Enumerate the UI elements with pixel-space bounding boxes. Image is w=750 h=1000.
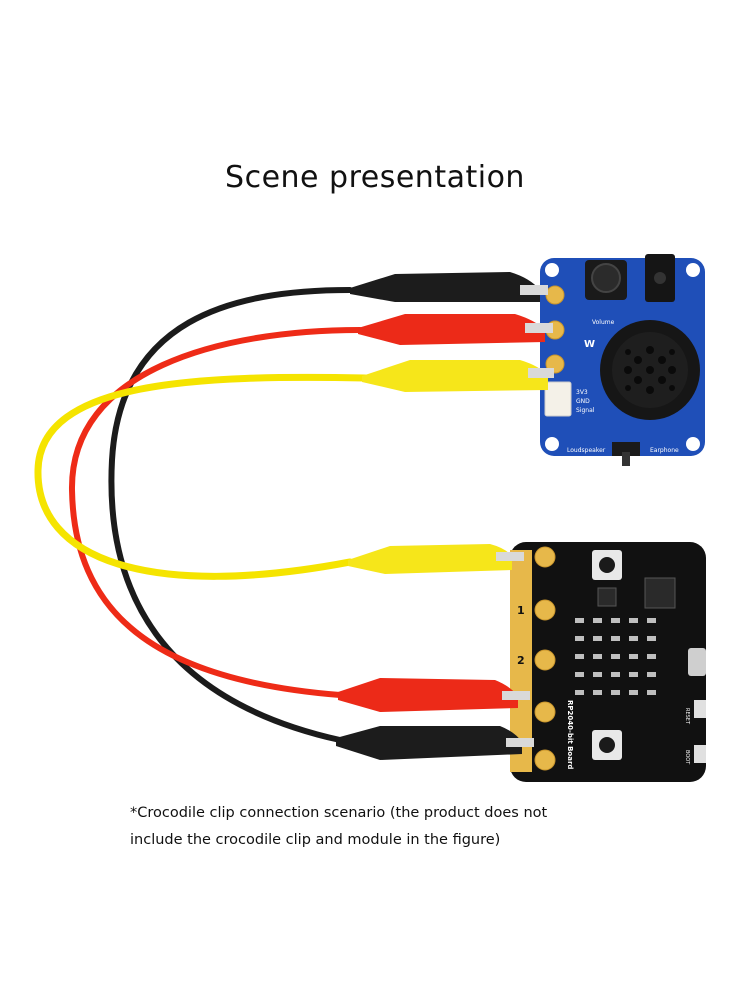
label-brand: W <box>584 339 595 350</box>
board-clips <box>336 544 534 760</box>
label-boot: BOOT <box>684 750 690 765</box>
output-switch-lever <box>622 452 630 466</box>
reset-button <box>694 700 706 718</box>
button-b-cap <box>599 737 615 753</box>
jack-hole <box>654 272 666 284</box>
output-switch <box>612 442 640 456</box>
microcontroller-chip <box>644 577 676 609</box>
speaker-holes <box>624 346 676 394</box>
label-signal: Signal <box>576 407 595 414</box>
rp2040-board: 1 2 RESET BOOT RP2040-bit Board <box>510 542 706 782</box>
yellow-wire <box>34 373 369 580</box>
caption-line-2: include the crocodile clip and module in… <box>130 832 501 848</box>
wires <box>34 287 369 743</box>
mount-hole <box>545 263 559 277</box>
label-reset: RESET <box>684 708 690 725</box>
pin-label-1: 1 <box>517 604 525 617</box>
pin-label-2: 2 <box>517 654 525 667</box>
audio-module: Volume W 3V3 GND Signal L <box>540 254 705 466</box>
signal-connector <box>544 381 572 417</box>
usb-port <box>688 648 706 676</box>
edge-pads <box>534 546 556 771</box>
mount-hole <box>686 263 700 277</box>
small-chip <box>597 587 617 607</box>
page-title: Scene presentation <box>225 160 525 195</box>
black-wire <box>108 287 353 743</box>
label-3v3: 3V3 <box>576 389 588 396</box>
edge-connector <box>510 550 532 772</box>
label-earphone: Earphone <box>650 447 679 454</box>
led-matrix <box>575 618 656 695</box>
label-volume: Volume <box>592 319 615 326</box>
audio-module-clips <box>350 272 554 392</box>
boot-button <box>694 745 706 763</box>
yellow-clip-bottom <box>348 544 524 574</box>
black-clip-bottom <box>336 726 534 760</box>
mount-hole <box>545 437 559 451</box>
product-scene-photo: Volume W 3V3 GND Signal L <box>34 254 706 782</box>
yellow-clip-top <box>362 360 554 392</box>
black-clip-top <box>350 272 548 302</box>
red-wire <box>68 327 363 698</box>
caption: *Crocodile clip connection scenario (the… <box>130 800 650 854</box>
button-a-cap <box>599 557 615 573</box>
volume-knob <box>591 263 621 293</box>
label-loudspeaker: Loudspeaker <box>567 447 606 454</box>
mount-hole <box>686 437 700 451</box>
red-clip-top <box>358 314 553 345</box>
red-clip-bottom <box>338 678 530 712</box>
label-gnd: GND <box>576 398 590 405</box>
label-board-name: RP2040-bit Board <box>566 700 574 769</box>
caption-line-1: *Crocodile clip connection scenario (the… <box>130 805 548 821</box>
